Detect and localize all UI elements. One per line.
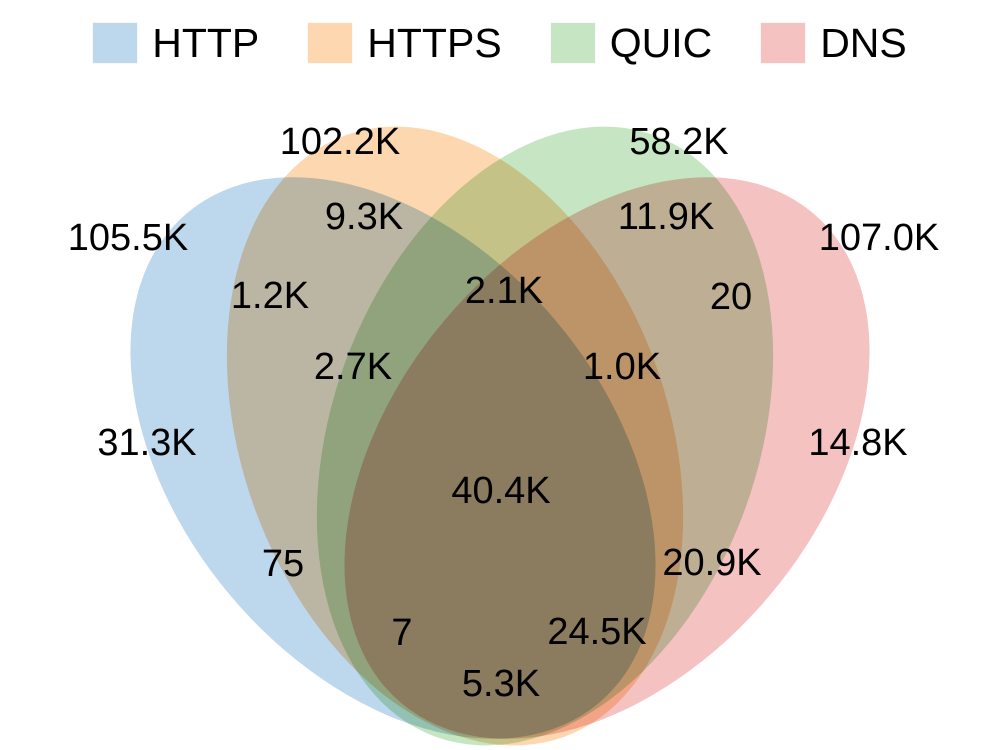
legend-item-quic[interactable]: QUIC [549,19,713,66]
legend: HTTP HTTPS QUIC DNS [0,0,999,86]
legend-swatch-quic [549,22,596,64]
legend-label-quic: QUIC [609,19,713,66]
legend-item-http[interactable]: HTTP [92,22,259,64]
legend-item-dns[interactable]: DNS [760,22,907,64]
legend-swatch-dns [760,22,807,64]
legend-swatch-http [92,22,139,64]
venn-plot-area: 105.5K 102.2K 58.2K 107.0K 9.3K 11.9K 1.… [0,86,999,750]
legend-label-dns: DNS [820,19,907,66]
legend-swatch-https [307,22,354,64]
venn-ellipse-dns [344,177,870,739]
legend-item-https[interactable]: HTTPS [307,19,502,66]
legend-label-https: HTTPS [367,19,502,66]
legend-label-http: HTTP [152,19,260,66]
venn-ellipses [130,126,870,746]
